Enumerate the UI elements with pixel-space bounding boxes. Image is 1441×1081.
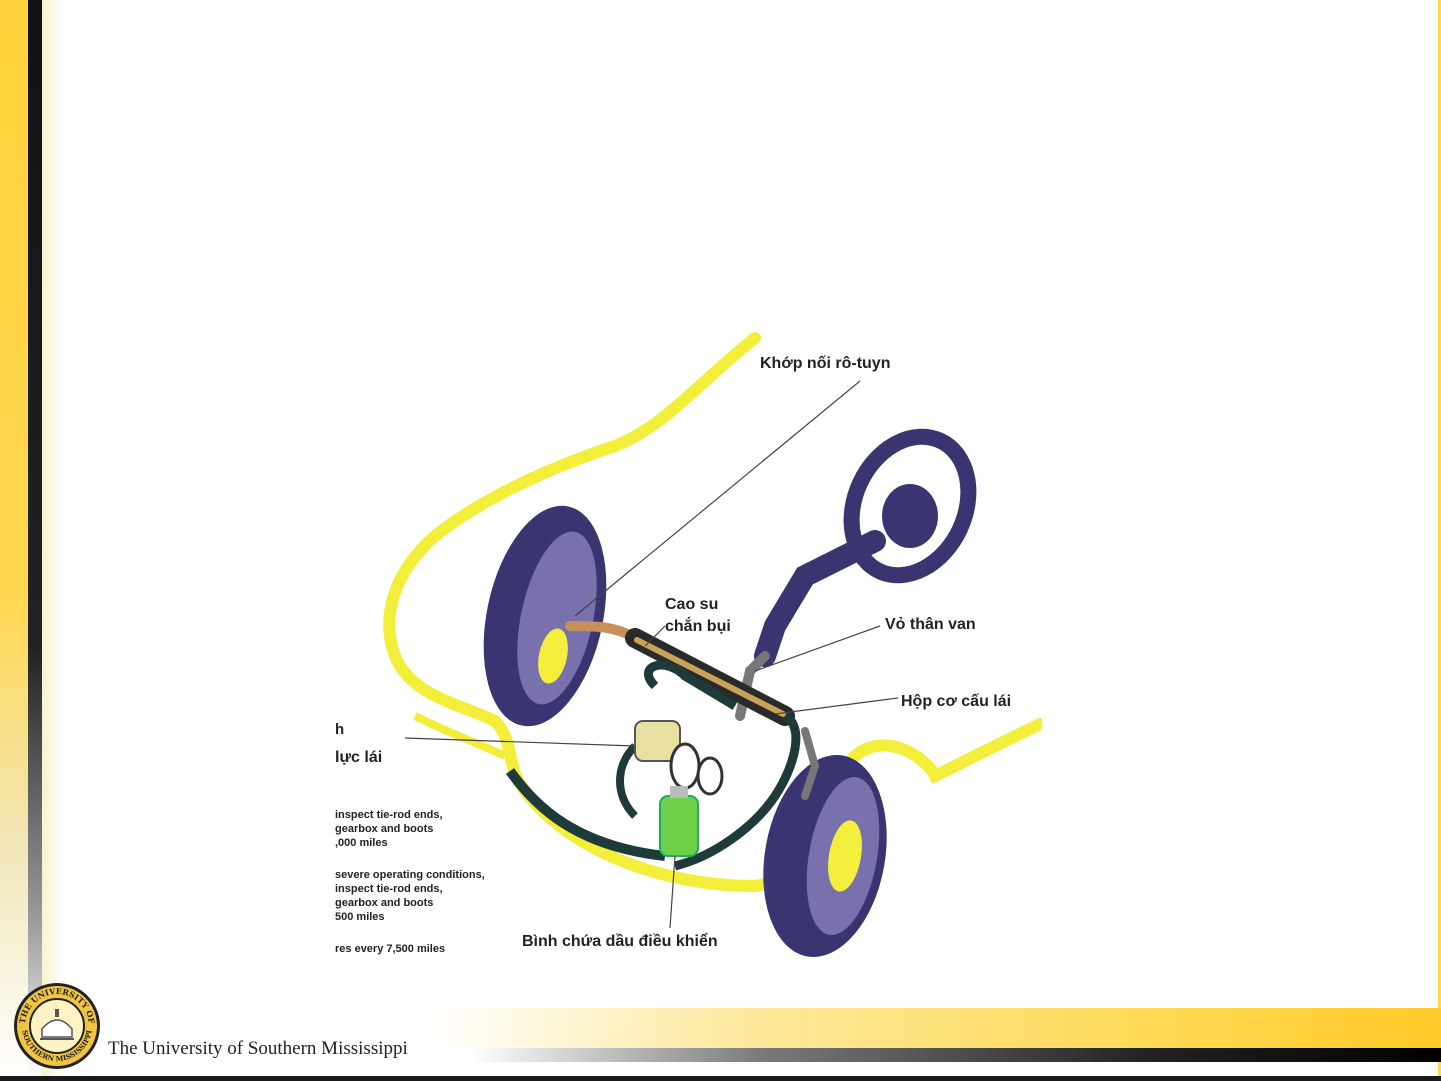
leader-lines (404, 380, 899, 929)
left-black-stripe (28, 0, 42, 1081)
label-tie-rod-joint: Khớp nối rô-tuyn (760, 355, 890, 372)
note-1-line-3: ,000 miles (335, 837, 388, 849)
note-2-line-3: gearbox and boots (335, 897, 433, 909)
university-name: The University of Southern Mississippi (108, 1038, 408, 1059)
footer-gold-band (430, 1008, 1441, 1048)
hydraulic-hoses (505, 660, 801, 871)
steering-rack (565, 621, 795, 726)
car-body-outline (383, 332, 1042, 893)
label-dust-boot-2: chắn bụi (665, 616, 731, 635)
note-3: res every 7,500 miles (335, 943, 445, 955)
label-cut-left-1: h (335, 721, 344, 738)
note-2-line-2: inspect tie-rod ends, (335, 883, 443, 895)
label-steering-gearbox: Hộp cơ cấu lái (901, 693, 1011, 710)
power-steering-pump (634, 720, 724, 796)
right-wheel (763, 755, 887, 957)
label-dust-boot-1: Cao su (665, 596, 718, 613)
note-1-line-1: inspect tie-rod ends, (335, 809, 443, 821)
footer-black-band (470, 1048, 1441, 1062)
note-1-line-2: gearbox and boots (335, 823, 433, 835)
label-cut-left-2: lực lái (335, 749, 382, 766)
left-fade-stripe (42, 0, 64, 1081)
right-tie-rod (801, 727, 820, 800)
right-edge-stripe (1438, 0, 1441, 1081)
footer-bottom-line (0, 1076, 1441, 1081)
label-valve-housing: Vỏ thân van (885, 616, 976, 633)
fluid-reservoir (659, 786, 699, 857)
university-seal-icon: THE UNIVERSITY OF SOUTHERN MISSISSIPPI (14, 983, 100, 1069)
power-steering-diagram: Khớp nối rô-tuyn Cao su chắn bụi Vỏ thân… (335, 326, 1042, 960)
note-2-line-4: 500 miles (335, 911, 385, 923)
left-wheel (483, 505, 607, 727)
note-2-line-1: severe operating conditions, (335, 869, 485, 881)
left-gold-stripe (0, 0, 28, 1081)
label-reservoir: Bình chứa dầu điều khiển (522, 932, 718, 950)
